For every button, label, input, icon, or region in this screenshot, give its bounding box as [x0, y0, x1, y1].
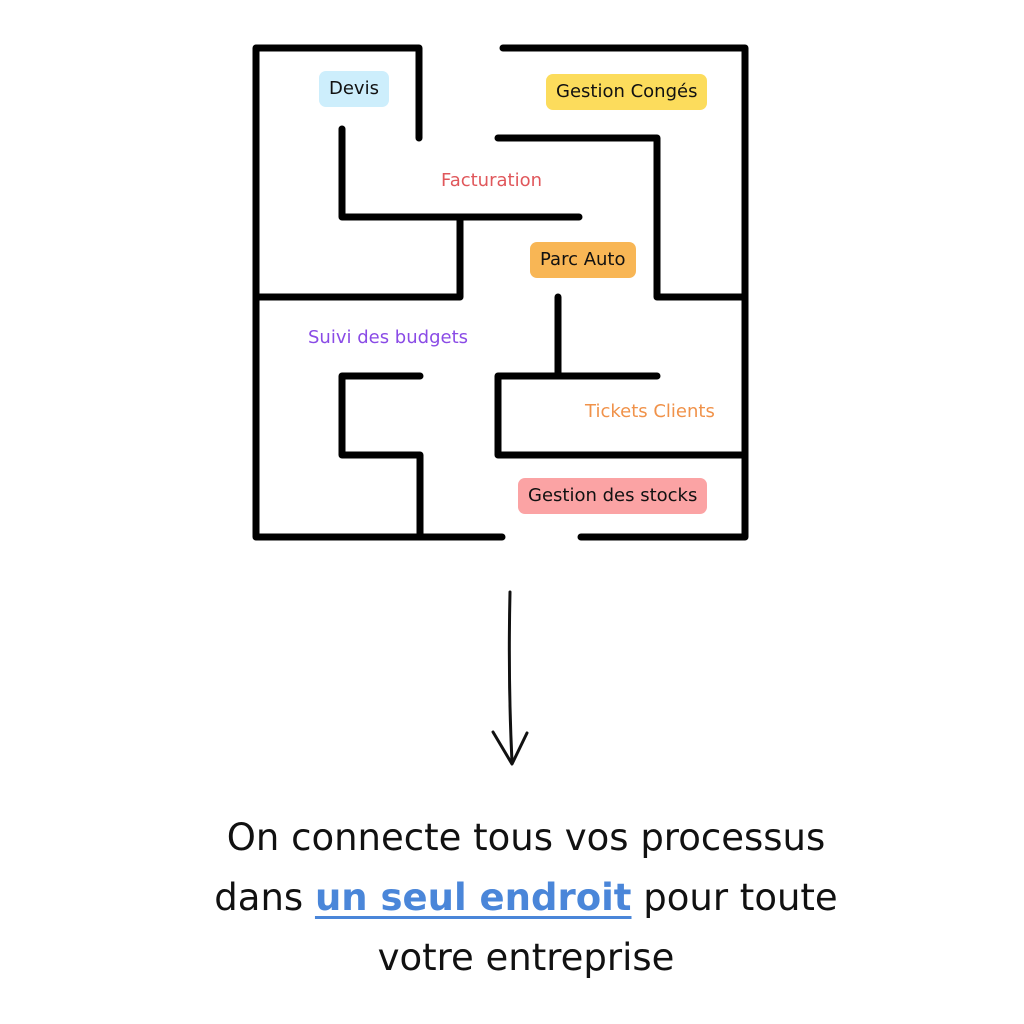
maze-wall-tickets-box: [494, 372, 749, 459]
caption-line-2-after: pour toute: [631, 876, 838, 919]
maze-wall-top-right: [499, 44, 749, 541]
down-arrow-icon: [491, 590, 529, 766]
caption-highlight: un seul endroit: [314, 876, 632, 919]
caption: On connecte tous vos processus dans un s…: [0, 808, 1024, 988]
maze-wall-right-hook: [494, 134, 749, 301]
maze-wall-left-shelf: [252, 213, 464, 301]
maze-diagram: [252, 44, 749, 541]
caption-line-2: dans un seul endroit pour toute: [0, 868, 1024, 928]
caption-line-2-before: dans: [214, 876, 315, 919]
facturation-label: Facturation: [441, 170, 543, 191]
gestion-conges-label: Gestion Congés: [546, 74, 708, 110]
maze-wall-top-left: [252, 44, 506, 541]
parc-auto-label: Parc Auto: [530, 242, 636, 278]
caption-line-1: On connecte tous vos processus: [226, 816, 826, 859]
maze-wall-bracket: [338, 372, 424, 541]
maze-wall-devis-hook: [338, 125, 583, 221]
gestion-stocks-label: Gestion des stocks: [518, 478, 708, 514]
devis-label: Devis: [319, 71, 389, 107]
caption-line-3: votre entreprise: [377, 936, 675, 979]
suivi-budgets-label: Suivi des budgets: [308, 327, 469, 348]
tickets-clients-label: Tickets Clients: [585, 401, 715, 422]
